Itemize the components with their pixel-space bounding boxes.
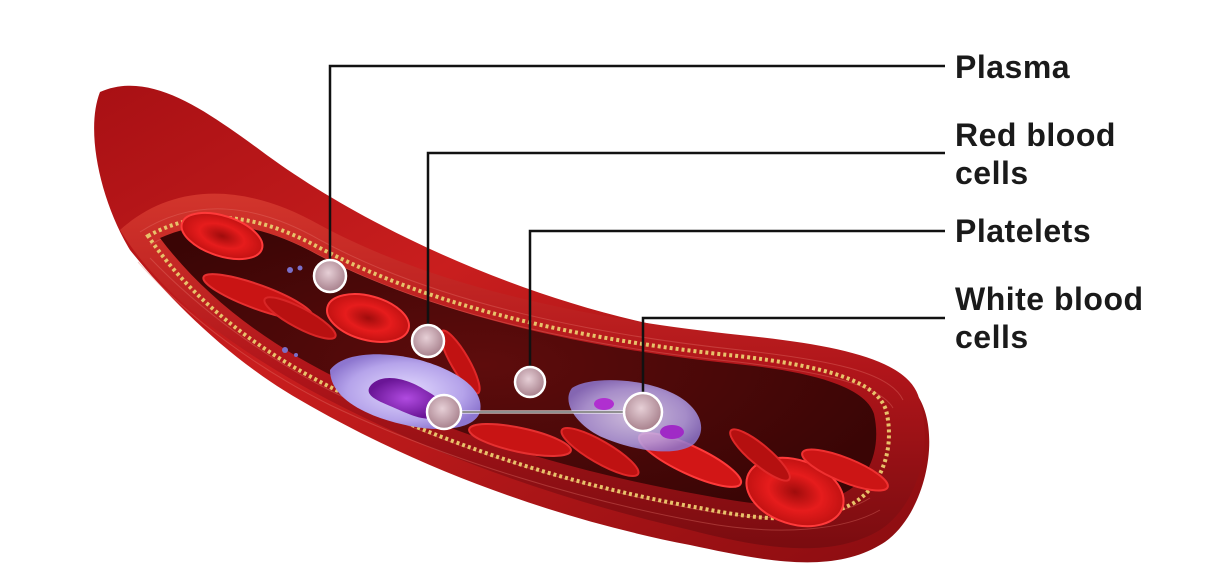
label-white-blood-cells-line1: White blood — [955, 280, 1144, 318]
platelet — [287, 267, 293, 273]
nucleus — [594, 398, 614, 410]
label-platelets: Platelets — [955, 212, 1091, 250]
label-red-blood-cells: Red blood cells — [955, 116, 1116, 192]
marker-red-blood-cells — [412, 325, 444, 357]
label-red-blood-cells-line1: Red blood — [955, 116, 1116, 154]
marker-platelets — [515, 367, 545, 397]
platelet — [282, 347, 288, 353]
label-white-blood-cells-line2: cells — [955, 318, 1144, 356]
marker-plasma — [314, 260, 346, 292]
platelet — [298, 266, 303, 271]
leader-line-plasma — [330, 66, 945, 268]
label-platelets-line1: Platelets — [955, 212, 1091, 250]
label-plasma: Plasma — [955, 48, 1070, 86]
label-white-blood-cells: White blood cells — [955, 280, 1144, 356]
platelet — [294, 353, 298, 357]
marker-white-blood-cell-right — [624, 393, 662, 431]
marker-white-blood-cell-left — [427, 395, 461, 429]
nucleus — [660, 425, 684, 439]
label-plasma-line1: Plasma — [955, 48, 1070, 86]
label-red-blood-cells-line2: cells — [955, 154, 1116, 192]
